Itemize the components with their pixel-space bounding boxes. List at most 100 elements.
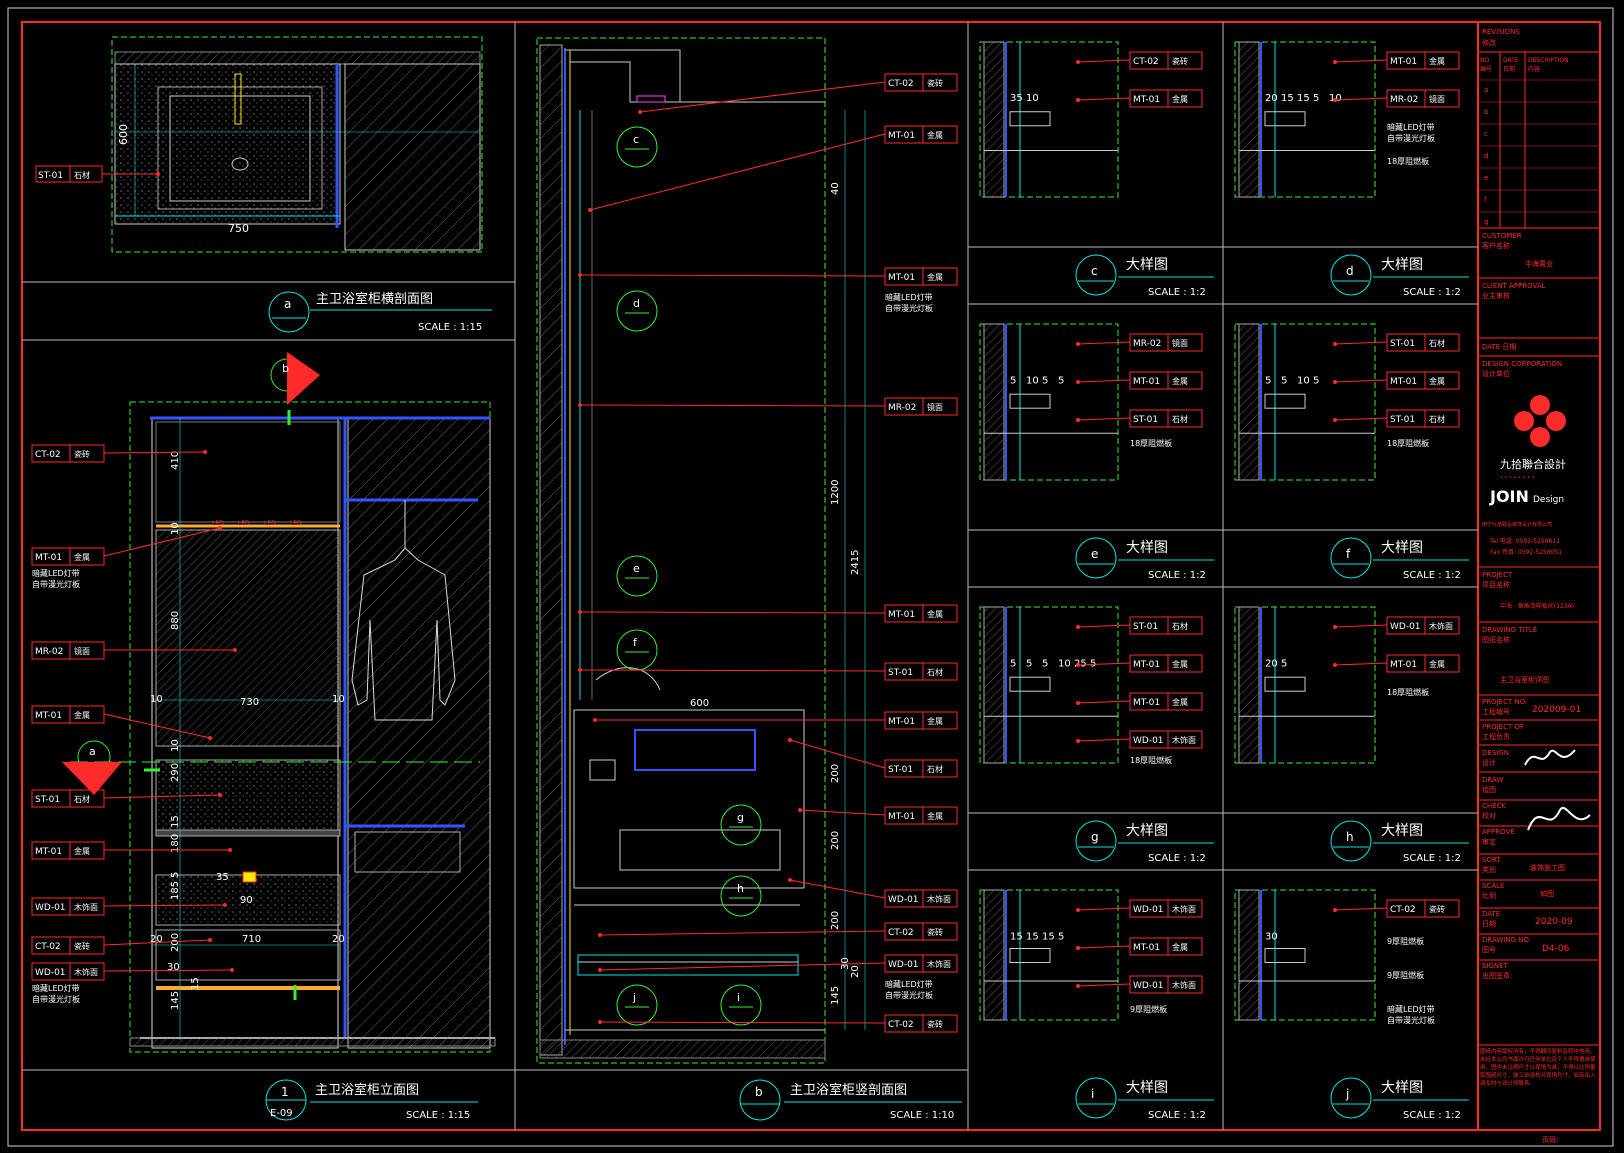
detail-bubble-j[interactable]: j xyxy=(616,984,658,1026)
elev-dim-12: 20 xyxy=(150,934,163,945)
detail-d-dim-2: 15 xyxy=(1297,93,1310,104)
disclaimer-box: 图纸内容版权所有，不得翻印复制及转作他用。未经本公司书面许可任何单位及个人不得擅… xyxy=(1480,1049,1596,1087)
view-1-elevation xyxy=(70,401,496,1053)
detail-e-callout-2-material: 石材 xyxy=(1172,414,1188,424)
detail-bubble-h-letter: h xyxy=(737,882,744,895)
sect-callout-1-code: MT-01 xyxy=(888,131,915,141)
sect-dim-9: 145 xyxy=(830,986,841,1005)
elev-dim-19: 10 xyxy=(170,739,181,752)
sect-callout-6-material: 金属 xyxy=(927,716,943,726)
view-1-letter: 1 xyxy=(281,1085,289,1099)
detail-bubble-g[interactable]: g xyxy=(720,804,762,846)
sect-note-2-text: 暗藏LED灯带自带漫光灯板 xyxy=(885,292,933,313)
detail-h-note-0-text: 18厚阻燃板 xyxy=(1387,687,1429,697)
detail-f-callout-2-code: ST-01 xyxy=(1390,415,1415,425)
sect-callout-11-material: 木饰面 xyxy=(927,959,951,969)
sect-callout-0-material: 瓷砖 xyxy=(927,78,943,88)
detail-bubble-c[interactable]: c xyxy=(616,126,658,168)
sect-callout-8-material: 金属 xyxy=(927,811,943,821)
elev-callout-0-material: 瓷砖 xyxy=(74,449,90,459)
sect-dim-3: 600 xyxy=(690,698,709,709)
rev-header-no-cn: 编号 xyxy=(1480,65,1492,73)
detail-c-dim-1: 10 xyxy=(1026,93,1039,104)
detail-bubble-e[interactable]: e xyxy=(616,555,658,597)
detail-bubble-d[interactable]: d xyxy=(616,290,658,332)
elev-callout-2-code: MR-02 xyxy=(35,647,63,657)
elev-callout-6-code: WD-01 xyxy=(35,903,66,913)
sect-callout-11-code: WD-01 xyxy=(888,960,919,970)
sect-dim-6: 200 xyxy=(830,911,841,930)
detail-c-callout-0-material: 瓷砖 xyxy=(1172,56,1188,66)
elev-callout-0-code: CT-02 xyxy=(35,450,61,460)
sect-note-11-text: 暗藏LED灯带自带漫光灯板 xyxy=(885,979,933,1000)
rev-header-no: NO. xyxy=(1480,57,1491,64)
elev-dim-16: 15 xyxy=(170,815,181,828)
detail-bubble-e-letter: e xyxy=(633,562,640,575)
detail-e-note-0: 18厚阻燃板 xyxy=(1130,438,1172,448)
detail-g-note-0-text: 18厚阻燃板 xyxy=(1130,755,1172,765)
detail-f-note-0-text: 18厚阻燃板 xyxy=(1387,438,1429,448)
detail-i-title-text: 大样图 xyxy=(1126,1080,1168,1096)
elev-callout-4-material: 石材 xyxy=(74,794,90,804)
elev-callout-1-code: MT-01 xyxy=(35,553,62,563)
detail-d-dim-1: 15 xyxy=(1281,93,1294,104)
detail-bubble-h[interactable]: h xyxy=(720,875,762,917)
detail-d-title-text: 大样图 xyxy=(1381,257,1423,273)
detail-h-callout-0-code: WD-01 xyxy=(1390,622,1421,632)
date2-cn: 日期 xyxy=(1482,920,1496,928)
sect-callout-10-code: CT-02 xyxy=(888,928,914,938)
detail-f-scale: SCALE : 1:2 xyxy=(1403,570,1461,581)
view-b-detail-bubbles: c d e f g h j i xyxy=(616,126,762,1026)
sect-callout-7-material: 石材 xyxy=(927,764,943,774)
detail-g-callout-1-code: MT-01 xyxy=(1133,660,1160,670)
detail-j-note-0: 9厚阻燃板 xyxy=(1387,936,1424,946)
detail-e-dim-1: 10 xyxy=(1026,375,1039,386)
detail-j-callout-0-material: 瓷砖 xyxy=(1429,904,1445,914)
detail-e-callout-0-code: MR-02 xyxy=(1133,339,1161,349)
elev-callout-2-material: 镜面 xyxy=(74,646,90,656)
elev-dim-10: 10 xyxy=(150,694,163,705)
detail-bubble-i[interactable]: i xyxy=(720,984,762,1026)
detail-j-dim-0: 30 xyxy=(1265,931,1278,942)
elev-callout-3-material: 金属 xyxy=(74,710,90,720)
revisions-label: REVISIONS xyxy=(1482,28,1520,36)
detail-i-callout-1-code: MT-01 xyxy=(1133,943,1160,953)
detail-i-dim-3: 5 xyxy=(1058,931,1064,942)
detail-i-callout-0-material: 木饰面 xyxy=(1172,904,1196,914)
sort-label: SORT xyxy=(1482,856,1501,864)
scale-cn: 比例 xyxy=(1482,891,1496,900)
detail-d-scale: SCALE : 1:2 xyxy=(1403,287,1461,298)
detail-g-callout-1-material: 金属 xyxy=(1172,659,1188,669)
rev-row-b: b xyxy=(1484,108,1489,116)
checker-signature xyxy=(1527,807,1591,831)
designer-signature xyxy=(1524,749,1576,766)
detail-g-title-text: 大样图 xyxy=(1126,823,1168,839)
rev-row-g: g xyxy=(1484,218,1488,226)
sect-callout-9-material: 木饰面 xyxy=(927,894,951,904)
customer-label: CUSTOMER xyxy=(1482,232,1522,240)
detail-j-letter: j xyxy=(1345,1087,1349,1101)
scale-label: SCALE xyxy=(1482,882,1504,890)
elev-callout-2: MR-02 镜面 xyxy=(31,641,237,660)
detail-f-callout-0-material: 石材 xyxy=(1429,338,1445,348)
sect-callout-8-code: MT-01 xyxy=(888,812,915,822)
detail-c-callout-1-material: 金属 xyxy=(1172,94,1188,104)
elev-dim-13: 20 xyxy=(332,934,345,945)
detail-bubble-f[interactable]: f xyxy=(616,629,658,671)
sect-callout-5-material: 石材 xyxy=(927,667,943,677)
